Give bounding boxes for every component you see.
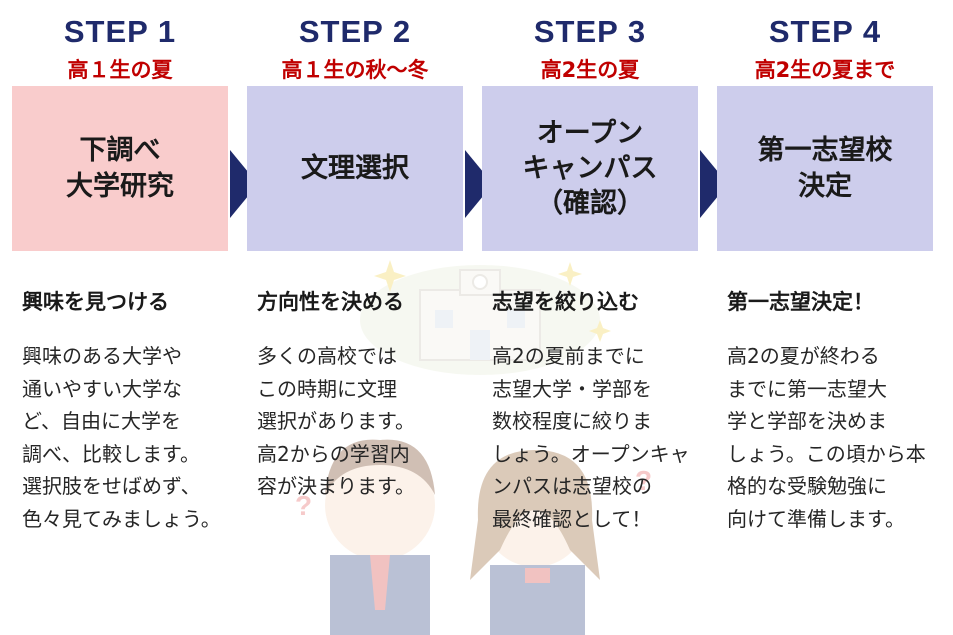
description-line: 通いやすい大学な — [22, 376, 182, 401]
school-building-icon — [360, 265, 600, 375]
step-3-title: STEP 3 — [533, 14, 647, 49]
step-3-box-line: キャンパス — [522, 152, 658, 184]
step-3-box: オープン キャンパス （確認） — [482, 86, 698, 251]
boy-student-icon — [325, 439, 435, 635]
description-line: 志望大学・学部を — [492, 376, 652, 401]
step-4-title: STEP 4 — [768, 14, 882, 49]
description-line: しょう。この頃から本 — [727, 441, 926, 466]
description-line: 選択があります。 — [257, 409, 415, 433]
description-line: ンパスは志望校の — [492, 474, 652, 498]
description-line: この時期に文理 — [257, 376, 397, 401]
step-2-box: 文理選択 — [247, 86, 463, 251]
description-line: 数校程度に絞りま — [492, 409, 652, 433]
step-3-box-line: オープン — [536, 117, 644, 149]
step-4-box-line: 第一志望校 — [757, 135, 893, 167]
step-1-period: 高１生の夏 — [67, 58, 173, 82]
description-line: しょう。オープンキャ — [492, 441, 690, 466]
description-line: 調べ、比較します。 — [22, 441, 200, 466]
description-line: までに第一志望大 — [727, 376, 887, 401]
description-line: 格的な受験勉強に — [727, 474, 887, 498]
step-2-description: 多くの高校では この時期に文理 選択があります。 高2からの学習内 容が決まりま… — [257, 340, 415, 503]
step-4-box-line: 決定 — [798, 170, 852, 202]
description-line: 高2からの学習内 — [257, 441, 410, 466]
step-3-description: 高2の夏前までに 志望大学・学部を 数校程度に絞りま しょう。オープンキャ ンパ… — [492, 340, 690, 535]
description-line: 多くの高校では — [257, 344, 397, 368]
students-thinking-illustration: ? ? — [295, 260, 652, 635]
step-1-description: 興味のある大学や 通いやすい大学な ど、自由に大学を 調べ、比較します。 選択肢… — [22, 340, 221, 535]
description-line: 選択肢をせばめず、 — [22, 474, 201, 498]
step-1-box-line: 大学研究 — [66, 170, 174, 202]
description-line: 高2の夏前までに — [492, 344, 645, 368]
description-line: 学と学部を決めま — [727, 409, 887, 433]
step-4-period: 高2生の夏まで — [754, 58, 896, 82]
sparkle-icon — [374, 260, 611, 342]
step-3-period: 高2生の夏 — [540, 58, 640, 82]
description-line: ど、自由に大学を — [22, 409, 181, 433]
description-line: 色々見てみましょう。 — [22, 506, 221, 531]
step-1-title: STEP 1 — [63, 14, 177, 49]
description-line: 最終確認として！ — [492, 506, 652, 531]
step-2-title: STEP 2 — [298, 14, 412, 49]
girl-student-icon — [470, 450, 600, 635]
step-1-box: 下調べ 大学研究 — [12, 86, 228, 251]
svg-text:?: ? — [295, 490, 312, 521]
step-4-description: 高2の夏が終わる までに第一志望大 学と学部を決めま しょう。この頃から本 格的… — [727, 340, 926, 535]
step-3-heading: 志望を絞り込む — [492, 290, 639, 314]
step-1-heading: 興味を見つける — [22, 290, 169, 314]
description-line: 向けて準備します。 — [727, 506, 905, 531]
step-3-box-line: （確認） — [536, 188, 644, 220]
step-4-box: 第一志望校 決定 — [717, 86, 933, 251]
step-2-box-line: 文理選択 — [301, 152, 409, 184]
svg-text:?: ? — [635, 465, 652, 496]
description-line: 興味のある大学や — [22, 344, 182, 368]
step-1-box-line: 下調べ — [79, 135, 161, 167]
question-mark-icon: ? ? — [295, 465, 652, 521]
description-line: 容が決まります。 — [257, 474, 415, 498]
step-2-period: 高１生の秋〜冬 — [281, 58, 429, 82]
description-line: 高2の夏が終わる — [727, 344, 880, 368]
step-4-heading: 第一志望決定！ — [727, 290, 874, 314]
step-2-heading: 方向性を決める — [257, 290, 404, 314]
